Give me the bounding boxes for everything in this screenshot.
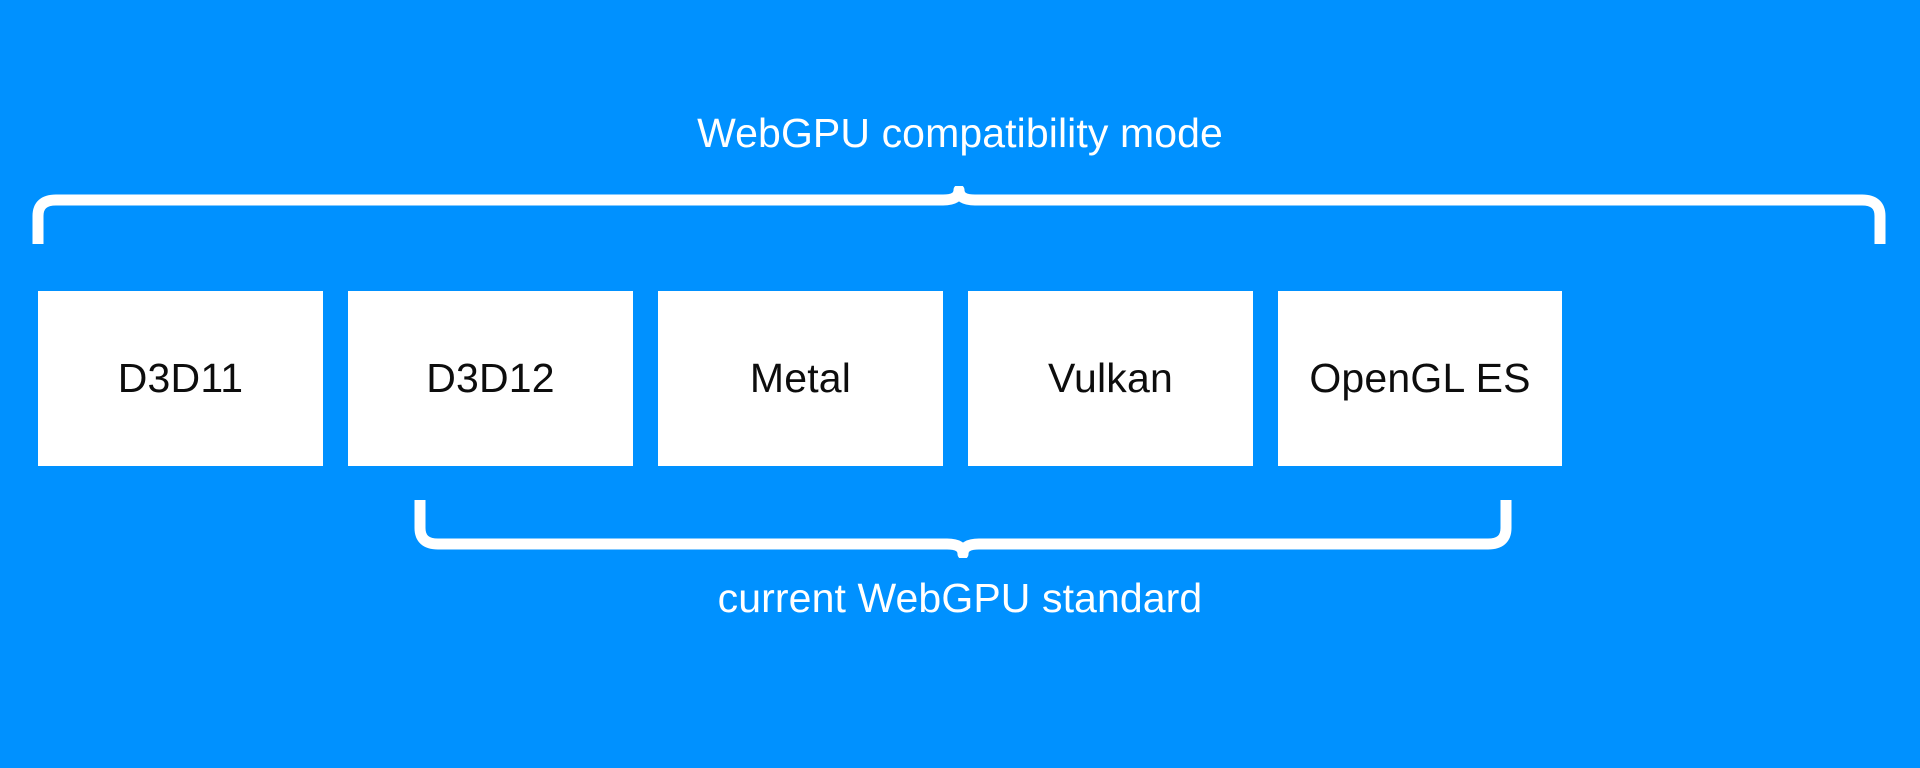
platform-box-d3d11[interactable]: D3D11	[38, 291, 323, 466]
platform-box-row: D3D11 D3D12 Metal Vulkan OpenGL ES	[38, 291, 1882, 466]
platform-box-vulkan[interactable]: Vulkan	[968, 291, 1253, 466]
bottom-bracket-label: current WebGPU standard	[717, 575, 1203, 621]
platform-box-opengl-es[interactable]: OpenGL ES	[1278, 291, 1562, 466]
top-brace-icon	[32, 186, 1886, 244]
platform-box-d3d12[interactable]: D3D12	[348, 291, 633, 466]
platform-box-label: Metal	[749, 355, 852, 401]
platform-box-label: D3D11	[117, 355, 244, 401]
platform-box-label: OpenGL ES	[1309, 355, 1531, 401]
platform-box-metal[interactable]: Metal	[658, 291, 943, 466]
platform-box-label: D3D12	[426, 355, 555, 401]
bottom-brace-icon	[414, 500, 1512, 558]
top-bracket-label: WebGPU compatibility mode	[697, 110, 1223, 156]
platform-box-label: Vulkan	[1047, 355, 1174, 401]
